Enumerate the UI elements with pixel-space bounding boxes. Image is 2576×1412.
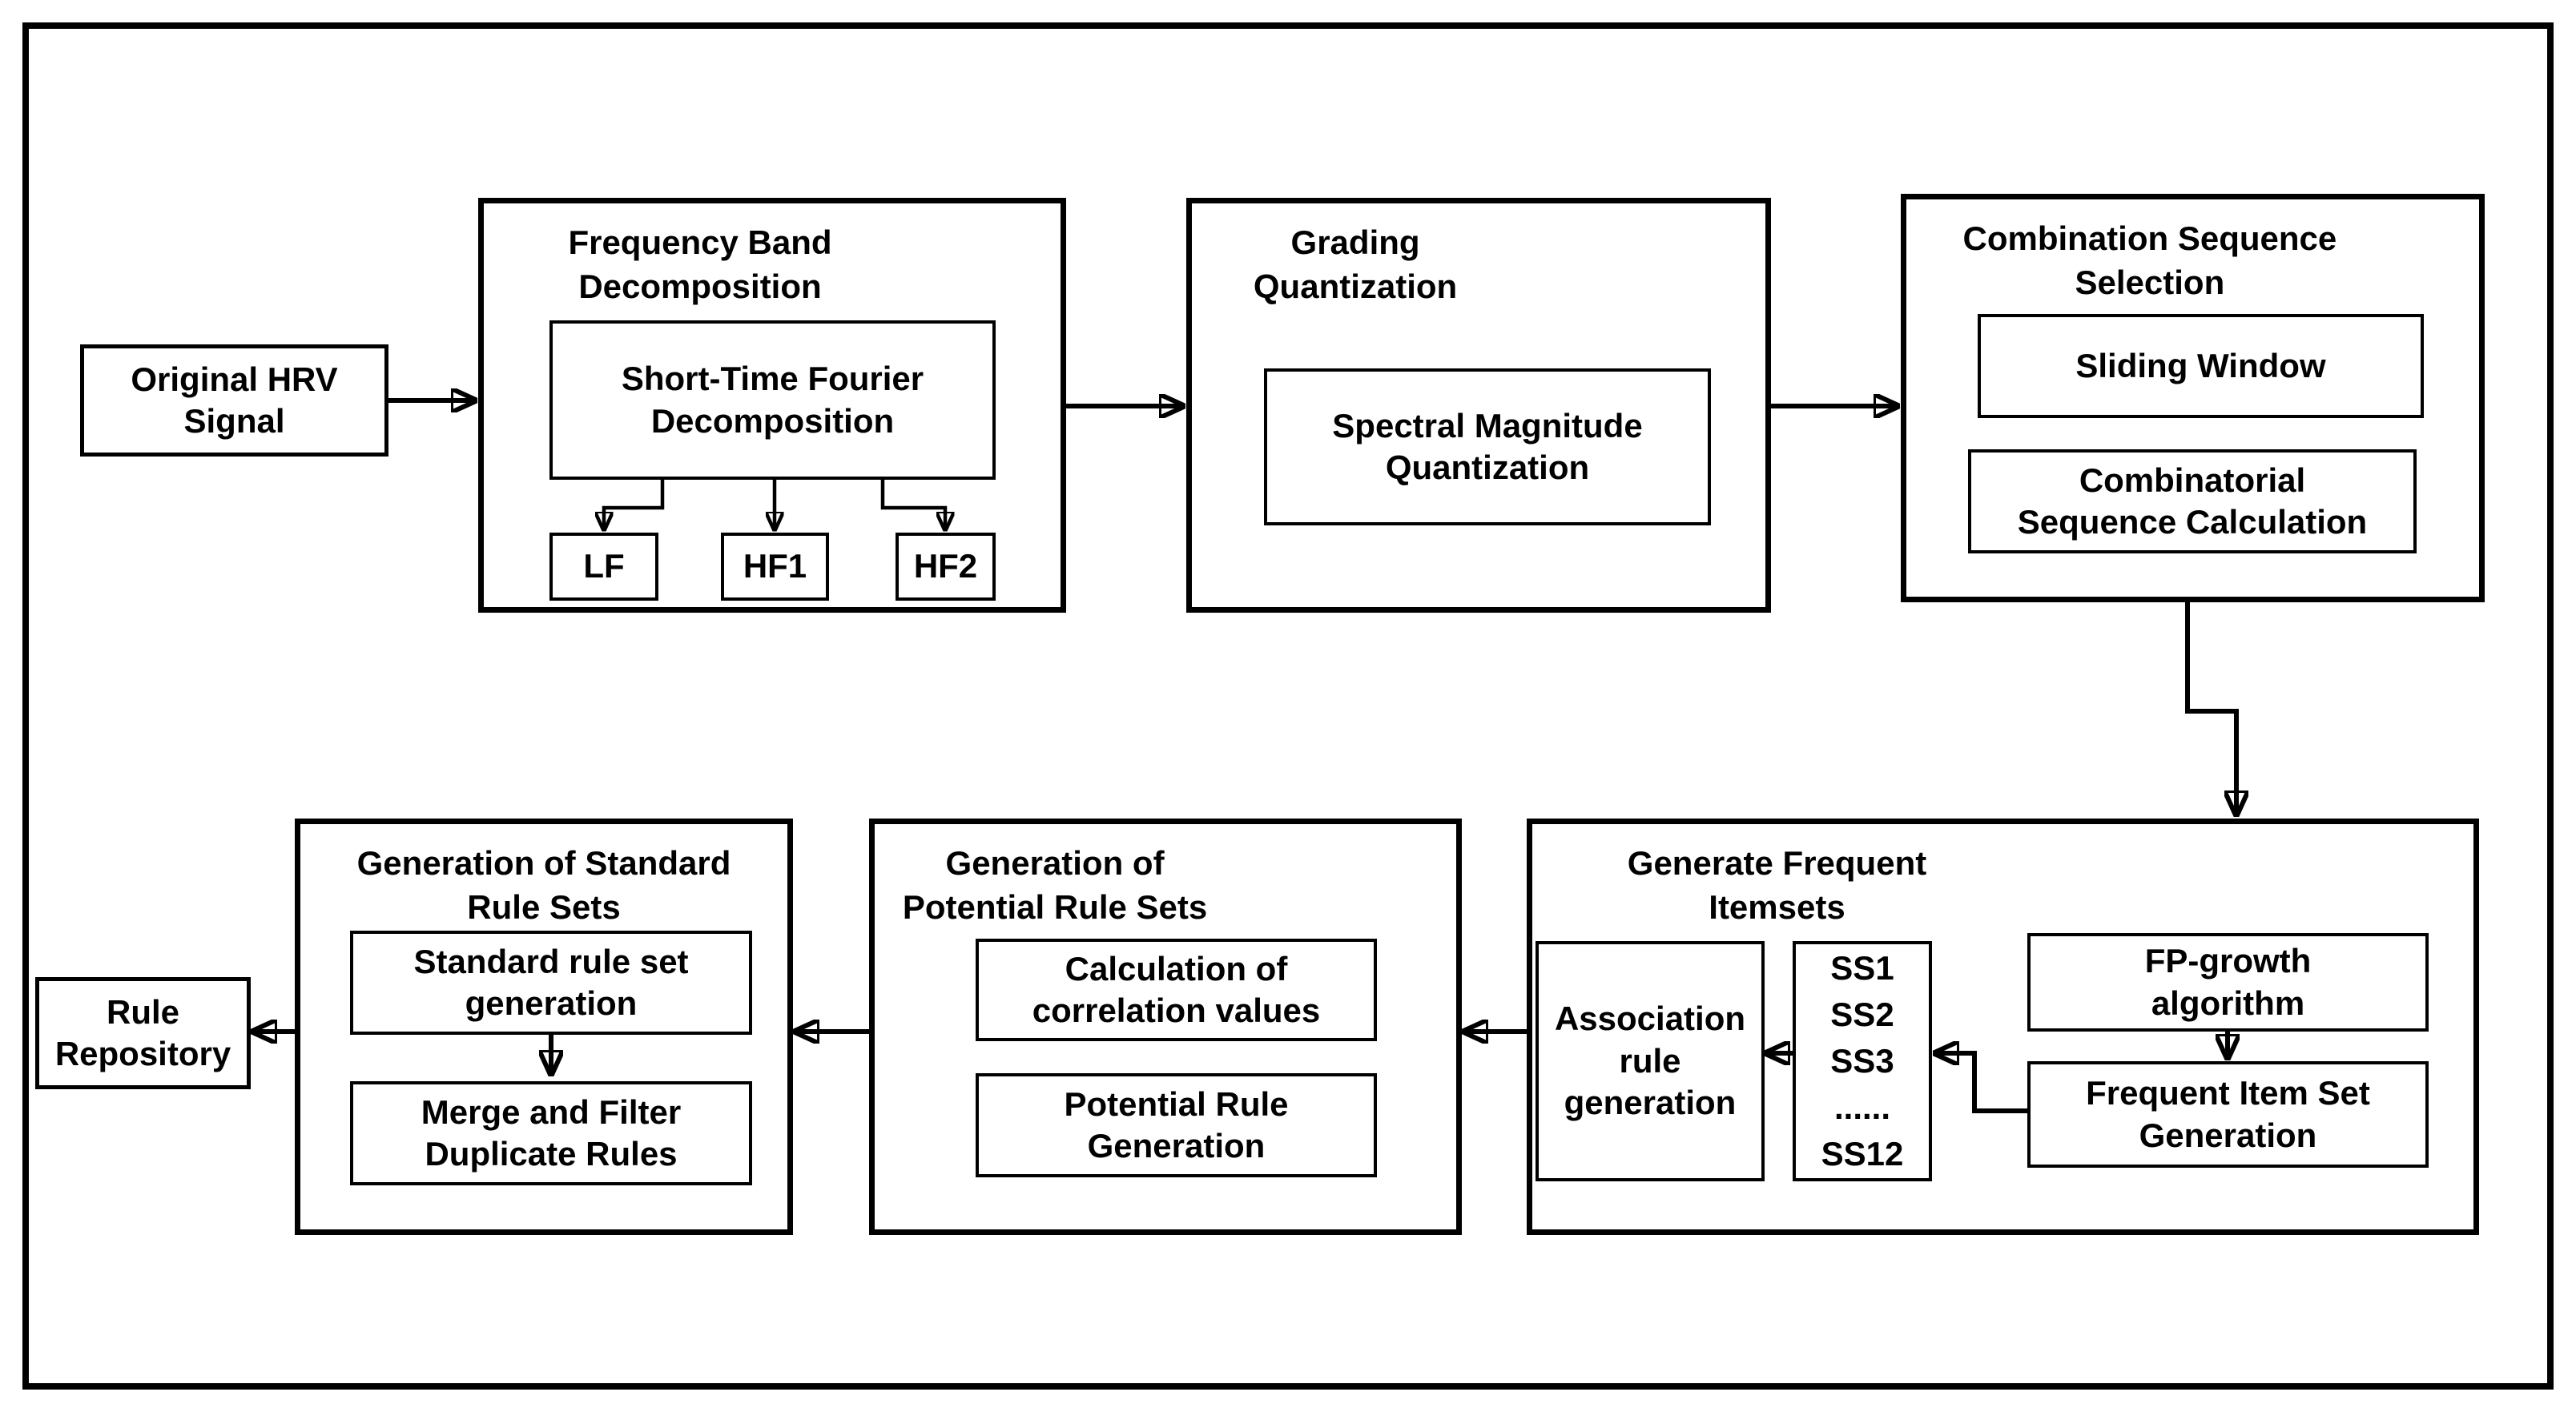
association-rule-generation-box: Association rule generation [1536, 941, 1765, 1181]
spectral-magnitude-quantization-box: Spectral Magnitude Quantization [1264, 368, 1711, 525]
combination-sequence-selection-group: Combination Sequence Selection Sliding W… [1901, 194, 2485, 602]
generation-of-potential-rule-sets-group: Generation of Potential Rule Sets Calcul… [869, 819, 1462, 1235]
rule-repository-box: Rule Repository [35, 977, 251, 1089]
fp-growth-algorithm-box: FP-growth algorithm [2027, 933, 2429, 1032]
frequency-band-decomposition-group: Frequency Band Decomposition Short-Time … [478, 198, 1066, 613]
short-time-fourier-decomposition-box: Short-Time Fourier Decomposition [549, 320, 996, 480]
combinatorial-sequence-calculation-box: Combinatorial Sequence Calculation [1968, 449, 2417, 553]
hf1-box: HF1 [721, 533, 829, 601]
lf-box: LF [549, 533, 658, 601]
merge-and-filter-duplicate-rules-box: Merge and Filter Duplicate Rules [350, 1081, 752, 1185]
outer-frame [22, 22, 2554, 1390]
subsequence-list-box: SS1 SS2 SS3 ...... SS12 [1793, 941, 1932, 1181]
grading-quantization-group: Grading Quantization Spectral Magnitude … [1186, 198, 1771, 613]
sliding-window-box: Sliding Window [1978, 314, 2424, 418]
generate-frequent-itemsets-title: Generate Frequent Itemsets [1627, 844, 1927, 926]
hf2-box: HF2 [896, 533, 996, 601]
combination-sequence-selection-title: Combination Sequence Selection [1962, 219, 2337, 301]
generation-of-standard-rule-sets-group: Generation of Standard Rule Sets Standar… [295, 819, 793, 1235]
frequent-item-set-generation-box: Frequent Item Set Generation [2027, 1061, 2429, 1168]
generation-of-potential-rule-sets-title: Generation of Potential Rule Sets [902, 844, 1208, 926]
original-hrv-signal-box: Original HRV Signal [80, 344, 388, 457]
generate-frequent-itemsets-group: Generate Frequent Itemsets Association r… [1527, 819, 2479, 1235]
calculation-of-correlation-values-box: Calculation of correlation values [976, 939, 1377, 1041]
standard-rule-set-generation-box: Standard rule set generation [350, 931, 752, 1035]
frequency-band-decomposition-title: Frequency Band Decomposition [568, 223, 832, 305]
potential-rule-generation-box: Potential Rule Generation [976, 1073, 1377, 1177]
generation-of-standard-rule-sets-title: Generation of Standard Rule Sets [356, 844, 731, 926]
grading-quantization-title: Grading Quantization [1253, 223, 1458, 305]
